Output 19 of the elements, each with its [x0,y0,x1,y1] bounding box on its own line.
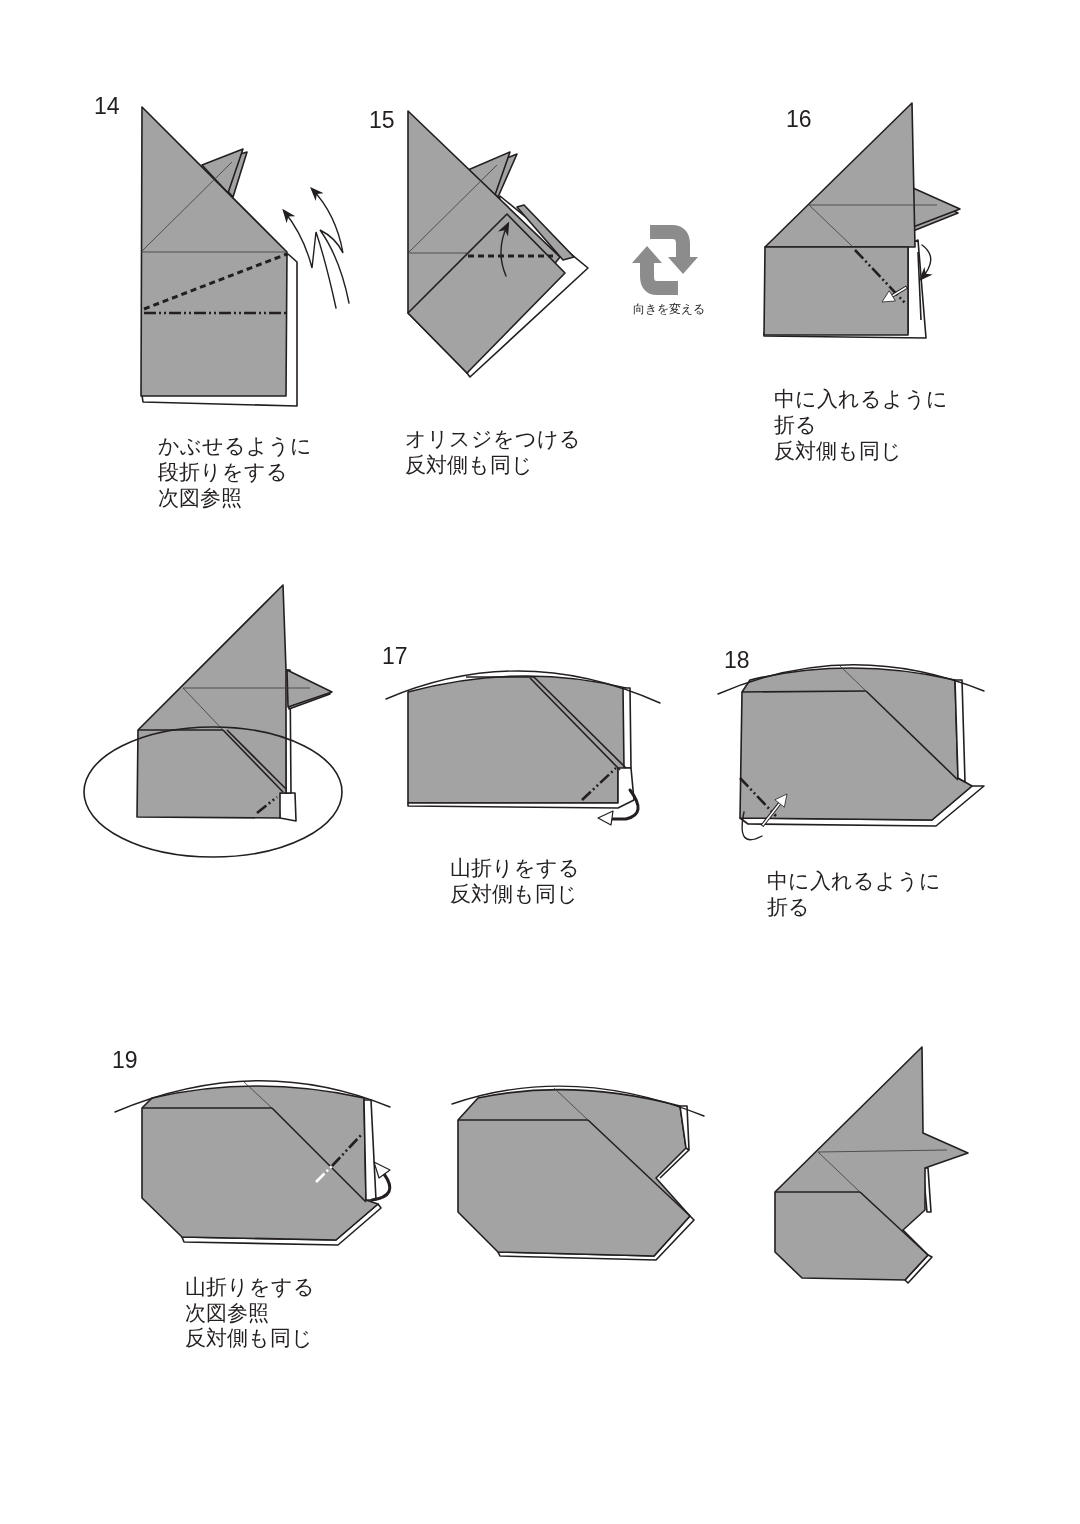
instruction-text: 山折りをする [450,855,580,881]
instruction-text: 中に入れるように折る [767,868,942,920]
step-number: 15 [369,109,395,132]
instruction-text: 次図参照 [185,1300,269,1326]
instruction-text: 反対側も同じ [450,881,578,907]
icon-caption: 向きを変える [633,303,705,317]
instruction-text: 反対側も同じ [774,438,902,464]
step-number: 18 [724,649,750,672]
step-number: 19 [112,1049,138,1072]
instruction-text: 山折りをする [185,1274,315,1300]
step-number: 16 [786,108,812,131]
instruction-text: オリスジをつける [405,426,581,452]
step-number: 17 [382,645,408,668]
instruction-text: 次図参照 [158,485,242,511]
instruction-text: 反対側も同じ [405,452,533,478]
instruction-text: 中に入れるように折る [774,386,949,438]
instruction-text: 反対側も同じ [185,1325,313,1351]
instruction-text: かぶせるように段折りをする [158,433,313,485]
step-number: 14 [94,95,120,118]
